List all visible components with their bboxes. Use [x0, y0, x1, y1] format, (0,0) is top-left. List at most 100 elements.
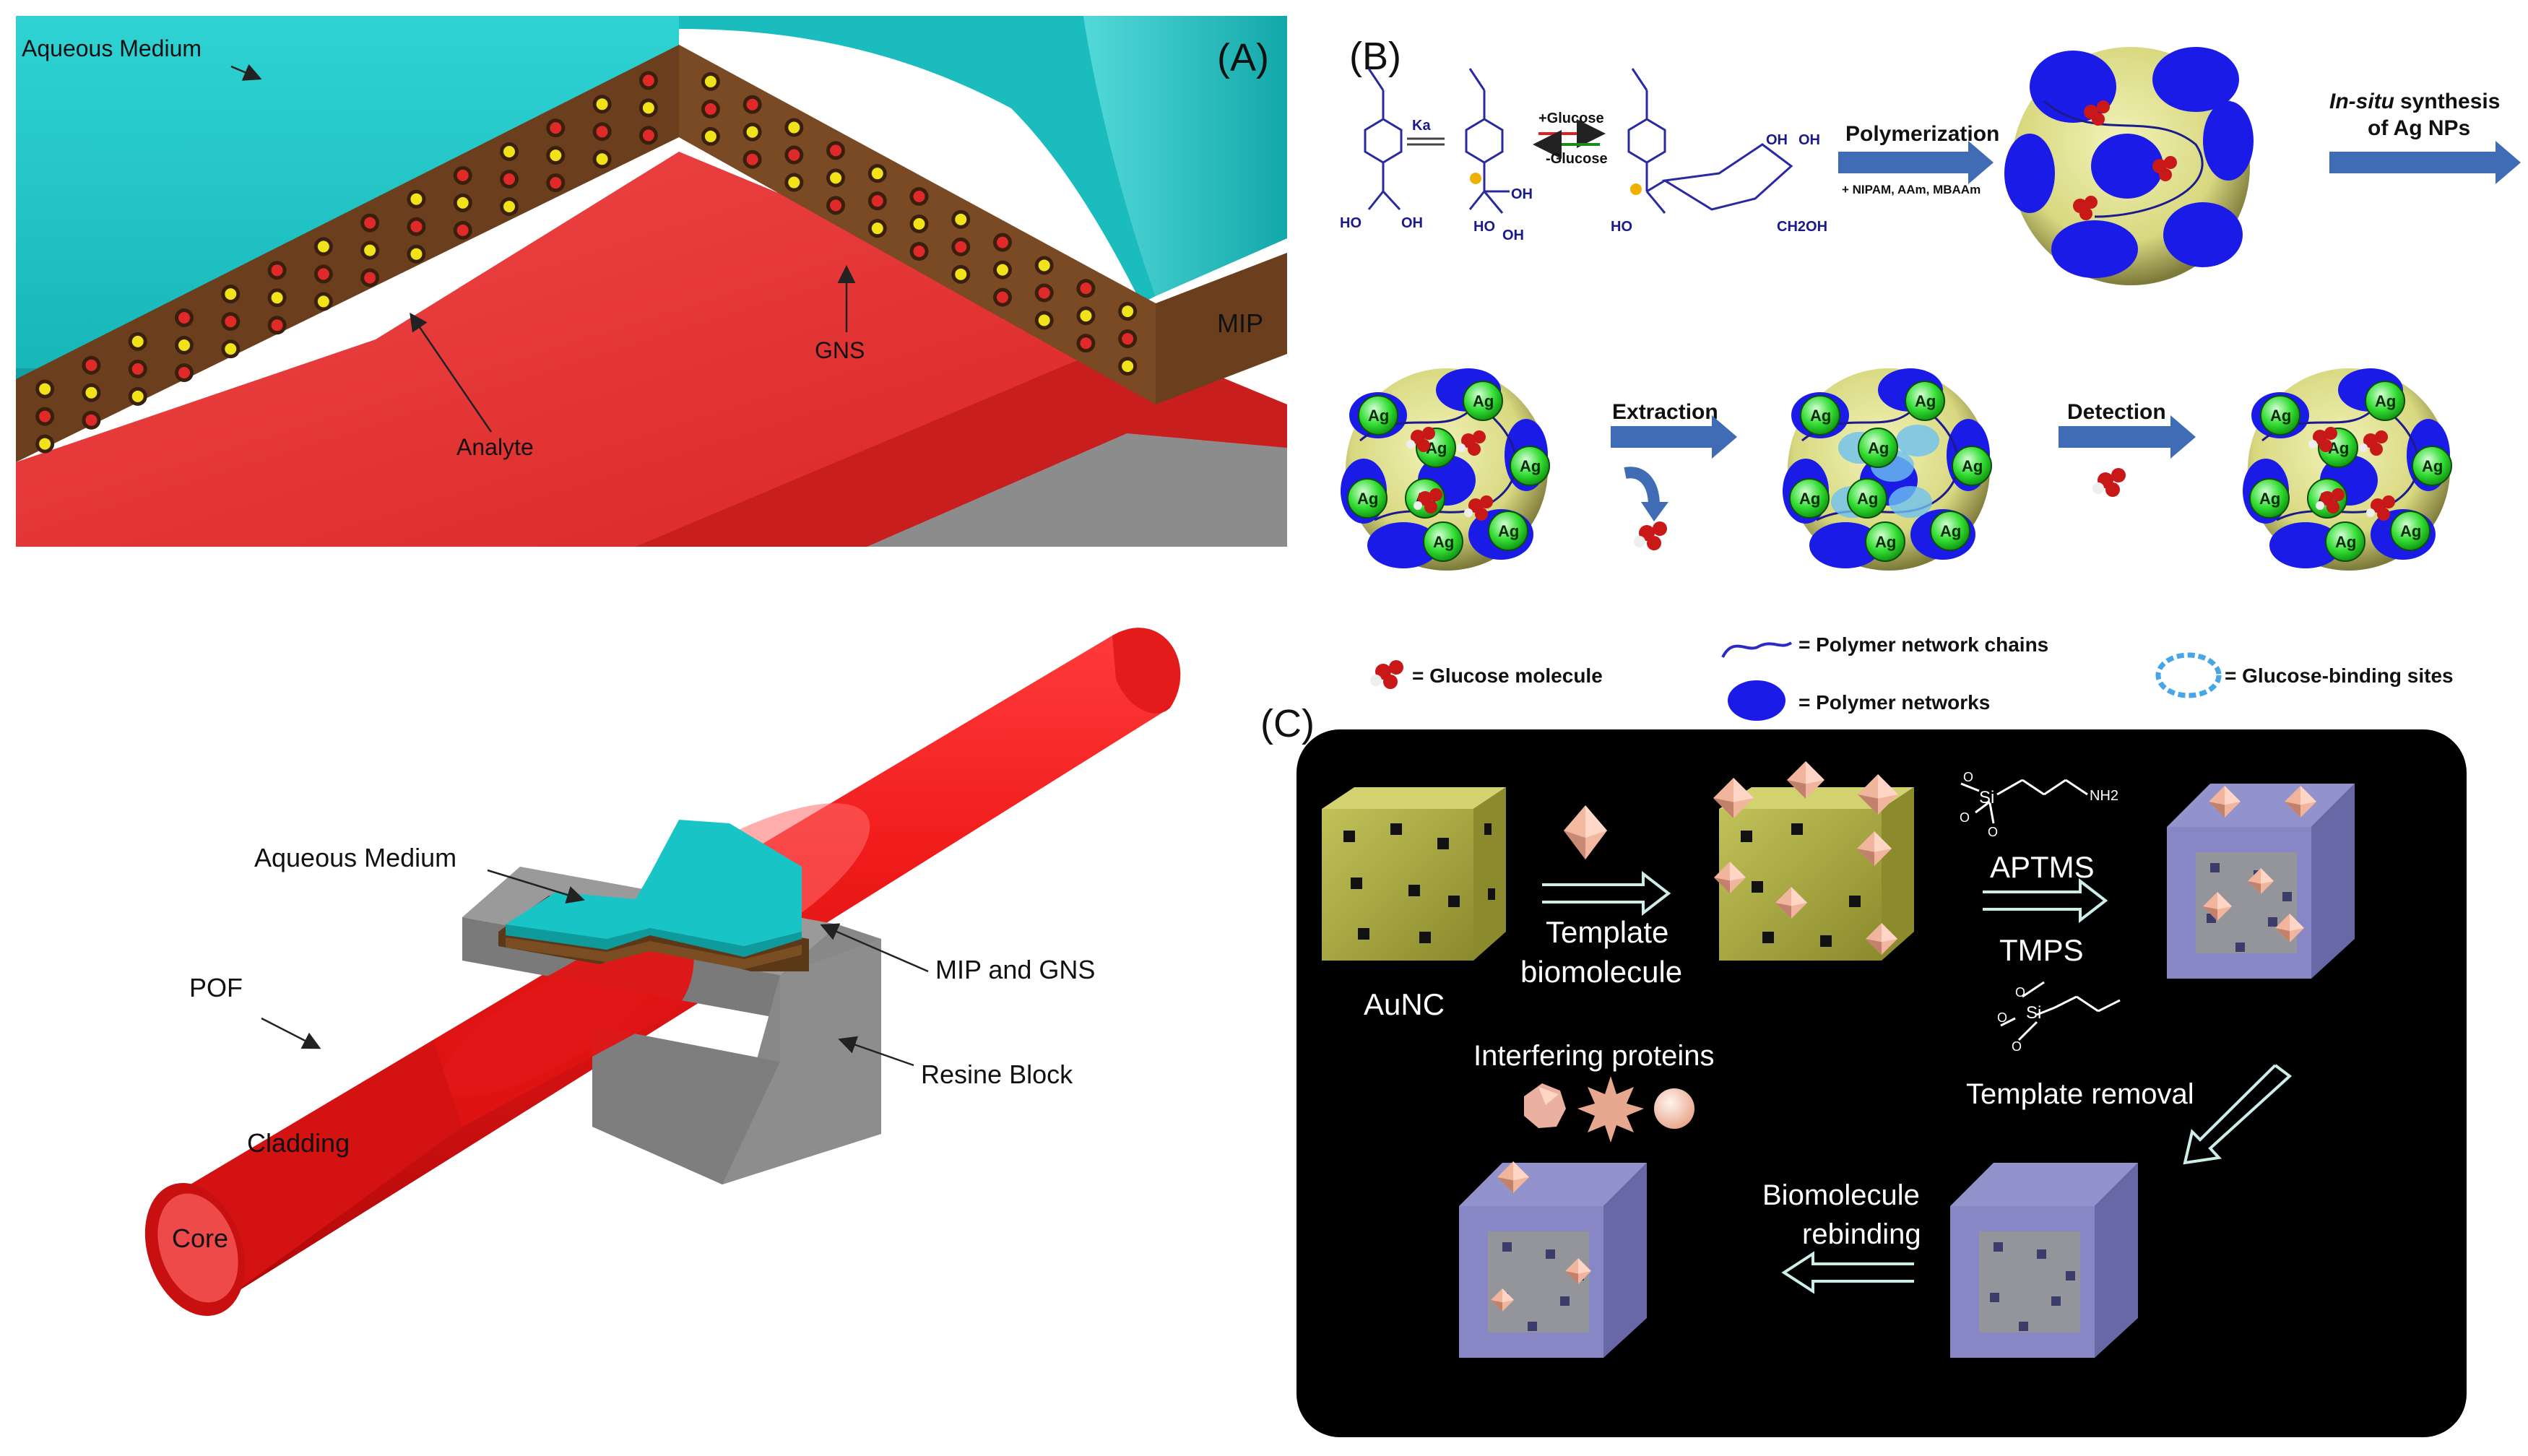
extraction-curved-arrow — [1624, 467, 1660, 506]
imprinted-cavity — [2235, 942, 2245, 952]
aptms-o2: O — [1960, 810, 1970, 825]
of-ag-nps-label: of Ag NPs — [2368, 116, 2470, 140]
analyte-particle — [1122, 333, 1134, 345]
ag-label: Ag — [1433, 533, 1454, 551]
insitu-italic: In-situ — [2329, 90, 2394, 113]
gns-particle — [1038, 259, 1050, 272]
ag-label: Ag — [2422, 457, 2443, 475]
analyte-particle — [1038, 287, 1050, 299]
glucose-molecule — [2308, 427, 2337, 452]
mol3-ho: HO — [1611, 219, 1632, 235]
ag-nanoparticle — [1952, 446, 1992, 486]
mol2-ho: HO — [1473, 219, 1495, 235]
template-line2: biomolecule — [1520, 955, 1682, 989]
label-gns: GNS — [815, 337, 865, 363]
minus-glucose-label: -Glucose — [1546, 151, 1608, 167]
gray-substrate — [852, 433, 1287, 547]
imprinted-cavity — [2051, 1296, 2061, 1306]
rebinding-line1: Biomolecule — [1762, 1179, 1920, 1211]
panel-c-label: (C) — [1260, 702, 1315, 745]
aqueous-slab — [16, 16, 679, 376]
ag-label: Ag — [1962, 457, 1983, 475]
label-analyte: Analyte — [456, 434, 534, 460]
template-line1: Template — [1546, 915, 1668, 949]
label-pof: POF — [189, 973, 243, 1002]
analyte-particle — [704, 103, 717, 115]
tmps-o3: O — [2012, 1039, 2022, 1054]
ag-label: Ag — [2400, 522, 2421, 540]
arrow-rebinding — [1781, 1251, 1914, 1294]
aunc-cube — [1322, 787, 1506, 961]
aptms-si: Si — [1979, 788, 1994, 807]
boronic-acid-structures — [1364, 68, 1793, 214]
legend-networks: = Polymer networks — [1798, 691, 1990, 714]
ag-nanoparticle — [1488, 511, 1528, 551]
glucose-molecule — [1414, 488, 1442, 514]
mip-coated-cube — [2167, 784, 2355, 979]
gns-particle — [225, 288, 237, 300]
glucose-molecule — [2366, 495, 2395, 521]
imprinted-cavity — [2019, 1322, 2028, 1331]
ag-label: Ag — [2270, 407, 2291, 425]
analyte-particle — [178, 367, 190, 378]
analyte-particle — [871, 195, 883, 207]
analyte-particle — [642, 74, 654, 87]
ag-label: Ag — [1857, 490, 1878, 508]
template-biomolecule-icon — [1564, 805, 1607, 859]
gns-particle — [456, 196, 469, 209]
gns-particle — [503, 201, 515, 212]
aunc-with-templates — [1713, 761, 1914, 961]
template-octahedron — [2209, 786, 2241, 818]
aqueous-medium-block — [506, 820, 802, 953]
imprinted-cavity — [2066, 1271, 2075, 1280]
imprinted-cavity — [1502, 1242, 1512, 1252]
analyte-particle — [456, 169, 469, 181]
template-octahedron — [1491, 1288, 1514, 1312]
ag-label: Ag — [1940, 522, 1961, 540]
ag-nanoparticle — [1347, 478, 1388, 519]
analyte-particle — [996, 236, 1008, 248]
ag-nanoparticle — [2325, 521, 2365, 562]
gns-particle — [746, 126, 758, 138]
gns-particle — [871, 222, 883, 235]
rebinding-line2: rebinding — [1802, 1218, 1921, 1250]
gns-particle — [131, 335, 144, 347]
extraction-arrow — [1611, 415, 1737, 459]
template-octahedron — [1787, 761, 1824, 799]
glucose-binding-site — [1896, 425, 1939, 456]
ag-label: Ag — [1357, 490, 1378, 508]
ka-label: Ka — [1412, 118, 1431, 134]
plus-glucose-label: +Glucose — [1538, 110, 1604, 126]
gns-particle — [364, 244, 376, 256]
template-octahedron — [1497, 1161, 1529, 1193]
gns-particle — [913, 218, 925, 230]
gns-particle — [996, 264, 1008, 276]
mol1-ho: HO — [1340, 215, 1362, 231]
ag-nanoparticle — [1789, 478, 1830, 519]
detection-glucose — [2092, 468, 2126, 497]
analyte-particle — [550, 122, 562, 134]
analyte-particle — [955, 240, 967, 253]
gns-particle — [1122, 360, 1134, 373]
imprinted-cavity — [1546, 1249, 1555, 1259]
gns-particle — [178, 339, 190, 351]
imprinted-cavity — [1994, 1242, 2003, 1252]
analyte-particle — [85, 359, 98, 371]
analyte-particle — [364, 272, 376, 284]
analyte-particle — [271, 264, 283, 277]
ag-label: Ag — [2335, 533, 2356, 551]
analyte-particle — [178, 312, 190, 324]
analyte-particle — [830, 144, 842, 157]
boron-charge-1 — [1470, 173, 1481, 184]
aptms-structure — [1960, 779, 2088, 824]
ag-nanoparticle — [1847, 478, 1887, 519]
label-aqueous-medium-fiber: Aqueous Medium — [254, 843, 456, 872]
ag-nanoparticle — [1423, 521, 1463, 562]
ag-nanoparticle — [2365, 381, 2405, 421]
legend-glucose-icon — [1370, 660, 1403, 689]
aptms-o1: O — [1963, 770, 1973, 784]
mol3-oh2: OH — [1798, 132, 1820, 148]
polymerization-label: Polymerization — [1845, 122, 1999, 146]
insitu-arrow — [2329, 141, 2521, 184]
